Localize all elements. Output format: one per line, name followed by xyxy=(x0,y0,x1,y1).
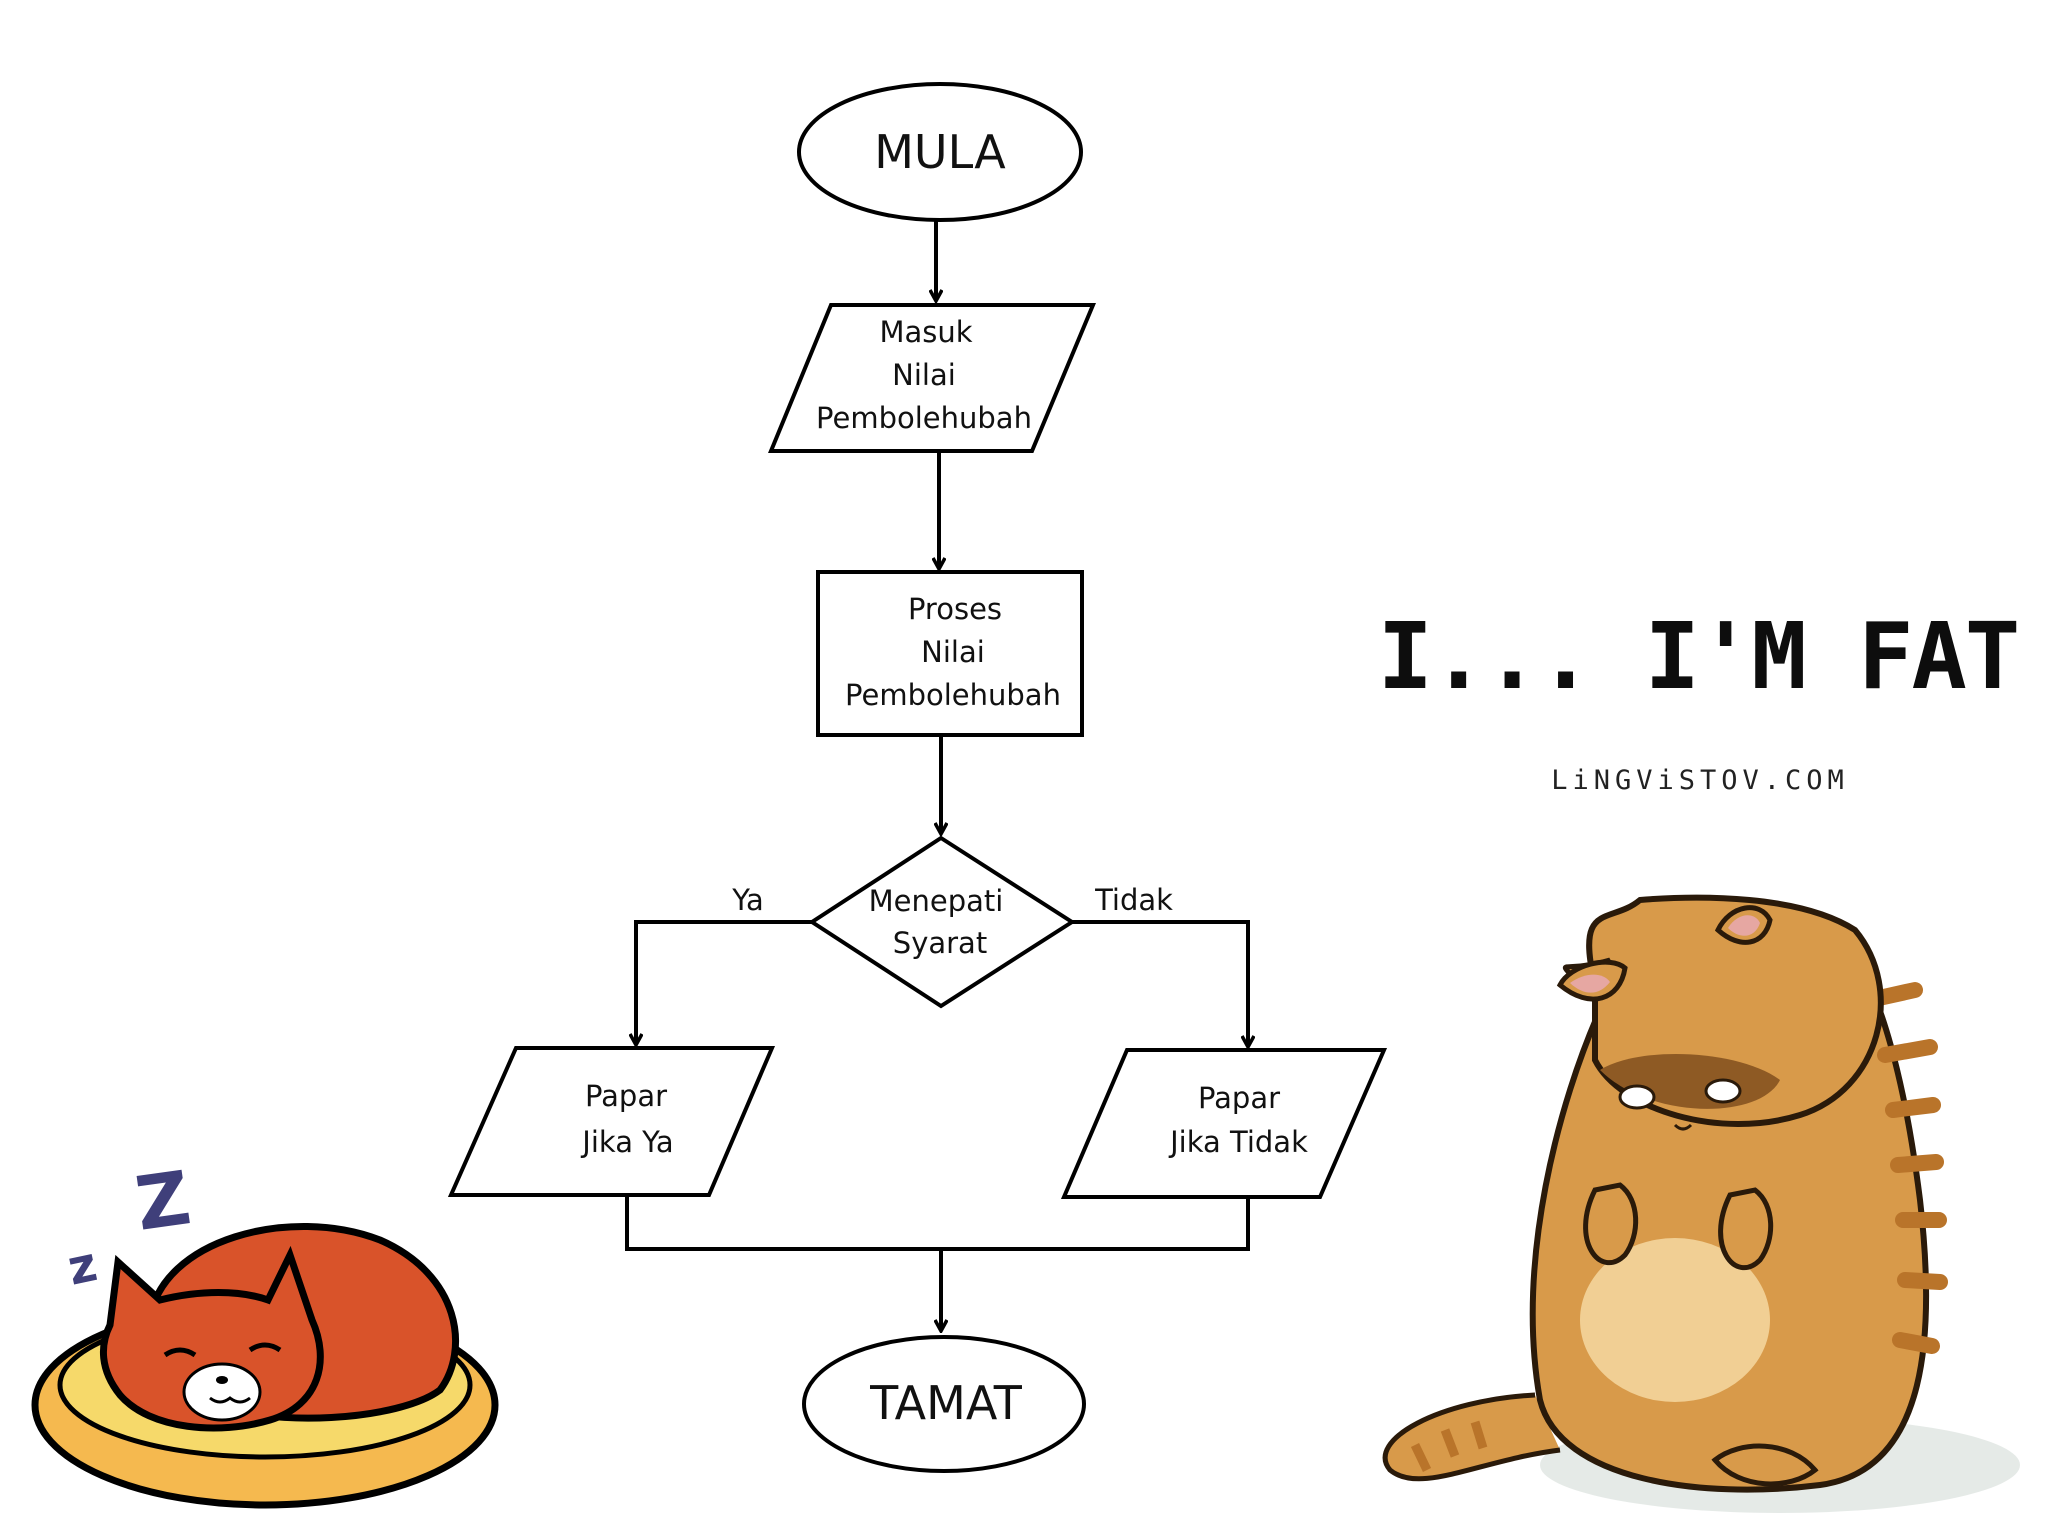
edge-decision-no xyxy=(1072,920,1248,1046)
fat-cat-caption: I... I'M FAT xyxy=(1378,603,2019,710)
fat-cat-caption-group: I... I'M FAT LiNGViSTOV.COM xyxy=(1378,603,2021,796)
sleeping-cat-illustration: Z z xyxy=(31,1155,499,1509)
edge-merge xyxy=(625,1195,1250,1251)
process-label-line-2: Nilai xyxy=(921,635,985,669)
zzz-small: z xyxy=(63,1236,102,1297)
output-yes-label-line-2: Jika Ya xyxy=(580,1125,673,1159)
start-label: MULA xyxy=(874,125,1006,179)
decision-node: Menepati Syarat xyxy=(808,835,1076,1009)
start-node: MULA xyxy=(797,82,1083,222)
output-no-node: Papar Jika Tidak xyxy=(1060,1048,1388,1199)
input-label-line-1: Masuk xyxy=(879,315,972,349)
no-branch-label: Tidak xyxy=(1094,883,1173,917)
input-label-line-2: Nilai xyxy=(892,358,956,392)
input-node: Masuk Nilai Pembolehubah xyxy=(768,303,1097,453)
process-label-line-1: Proses xyxy=(908,592,1002,626)
decision-label-line-2: Syarat xyxy=(893,926,987,960)
input-label-line-3: Pembolehubah xyxy=(816,401,1032,435)
output-no-label-line-1: Papar xyxy=(1198,1081,1280,1115)
output-yes-label-line-1: Papar xyxy=(585,1079,667,1113)
edge-decision-yes xyxy=(636,920,812,1044)
output-yes-node: Papar Jika Ya xyxy=(447,1046,776,1197)
process-node: Proses Nilai Pembolehubah xyxy=(816,570,1084,737)
decision-label-line-1: Menepati xyxy=(869,884,1004,918)
end-node: TAMAT xyxy=(802,1335,1086,1473)
yes-branch-label: Ya xyxy=(731,883,764,917)
zzz-large: Z xyxy=(131,1155,196,1248)
output-no-label-line-2: Jika Tidak xyxy=(1168,1125,1308,1159)
end-label: TAMAT xyxy=(869,1376,1023,1430)
fat-cat-credit: LiNGViSTOV.COM xyxy=(1551,765,1849,796)
fat-cat-illustration xyxy=(1382,894,2020,1513)
process-label-line-3: Pembolehubah xyxy=(845,678,1061,712)
